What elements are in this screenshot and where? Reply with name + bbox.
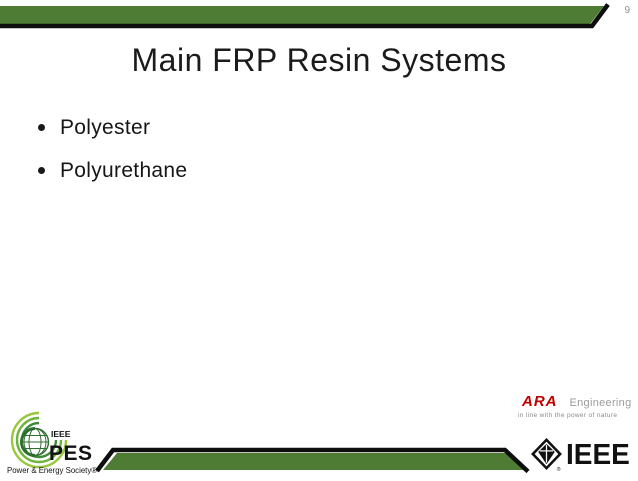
- ieee-pes-logo: IEEE PES Power & Energy Society®: [5, 404, 101, 481]
- pes-ieee-label: IEEE: [51, 429, 71, 439]
- ara-name-label: ARA: [522, 393, 558, 410]
- ieee-wordmark-label: IEEE: [566, 438, 630, 471]
- top-banner-bar: [0, 3, 610, 29]
- pes-name-label: PES: [49, 442, 93, 465]
- ara-suffix-label: Engineering: [569, 397, 632, 409]
- bullet-text: Polyester: [60, 116, 151, 139]
- ieee-registered-mark: ®: [557, 466, 561, 472]
- pes-tagline-label: Power & Energy Society®: [7, 466, 97, 475]
- ara-engineering-logo: ARA Engineering in line with the power o…: [518, 393, 632, 419]
- pes-globe-icon: [20, 427, 50, 457]
- bullet-text: Polyurethane: [60, 159, 188, 182]
- list-item: Polyurethane: [38, 156, 187, 185]
- bullet-icon: [38, 167, 45, 174]
- page-number: 9: [624, 5, 630, 16]
- ieee-diamond-icon: ®: [531, 438, 562, 472]
- bottom-banner-bar: [95, 447, 530, 474]
- bullet-icon: [38, 124, 45, 131]
- bullet-list: Polyester Polyurethane: [38, 113, 187, 199]
- page-title: Main FRP Resin Systems: [131, 42, 507, 78]
- list-item: Polyester: [38, 113, 187, 142]
- ieee-logo: ® IEEE: [529, 437, 630, 472]
- ara-tagline-label: in line with the power of nature: [518, 412, 618, 419]
